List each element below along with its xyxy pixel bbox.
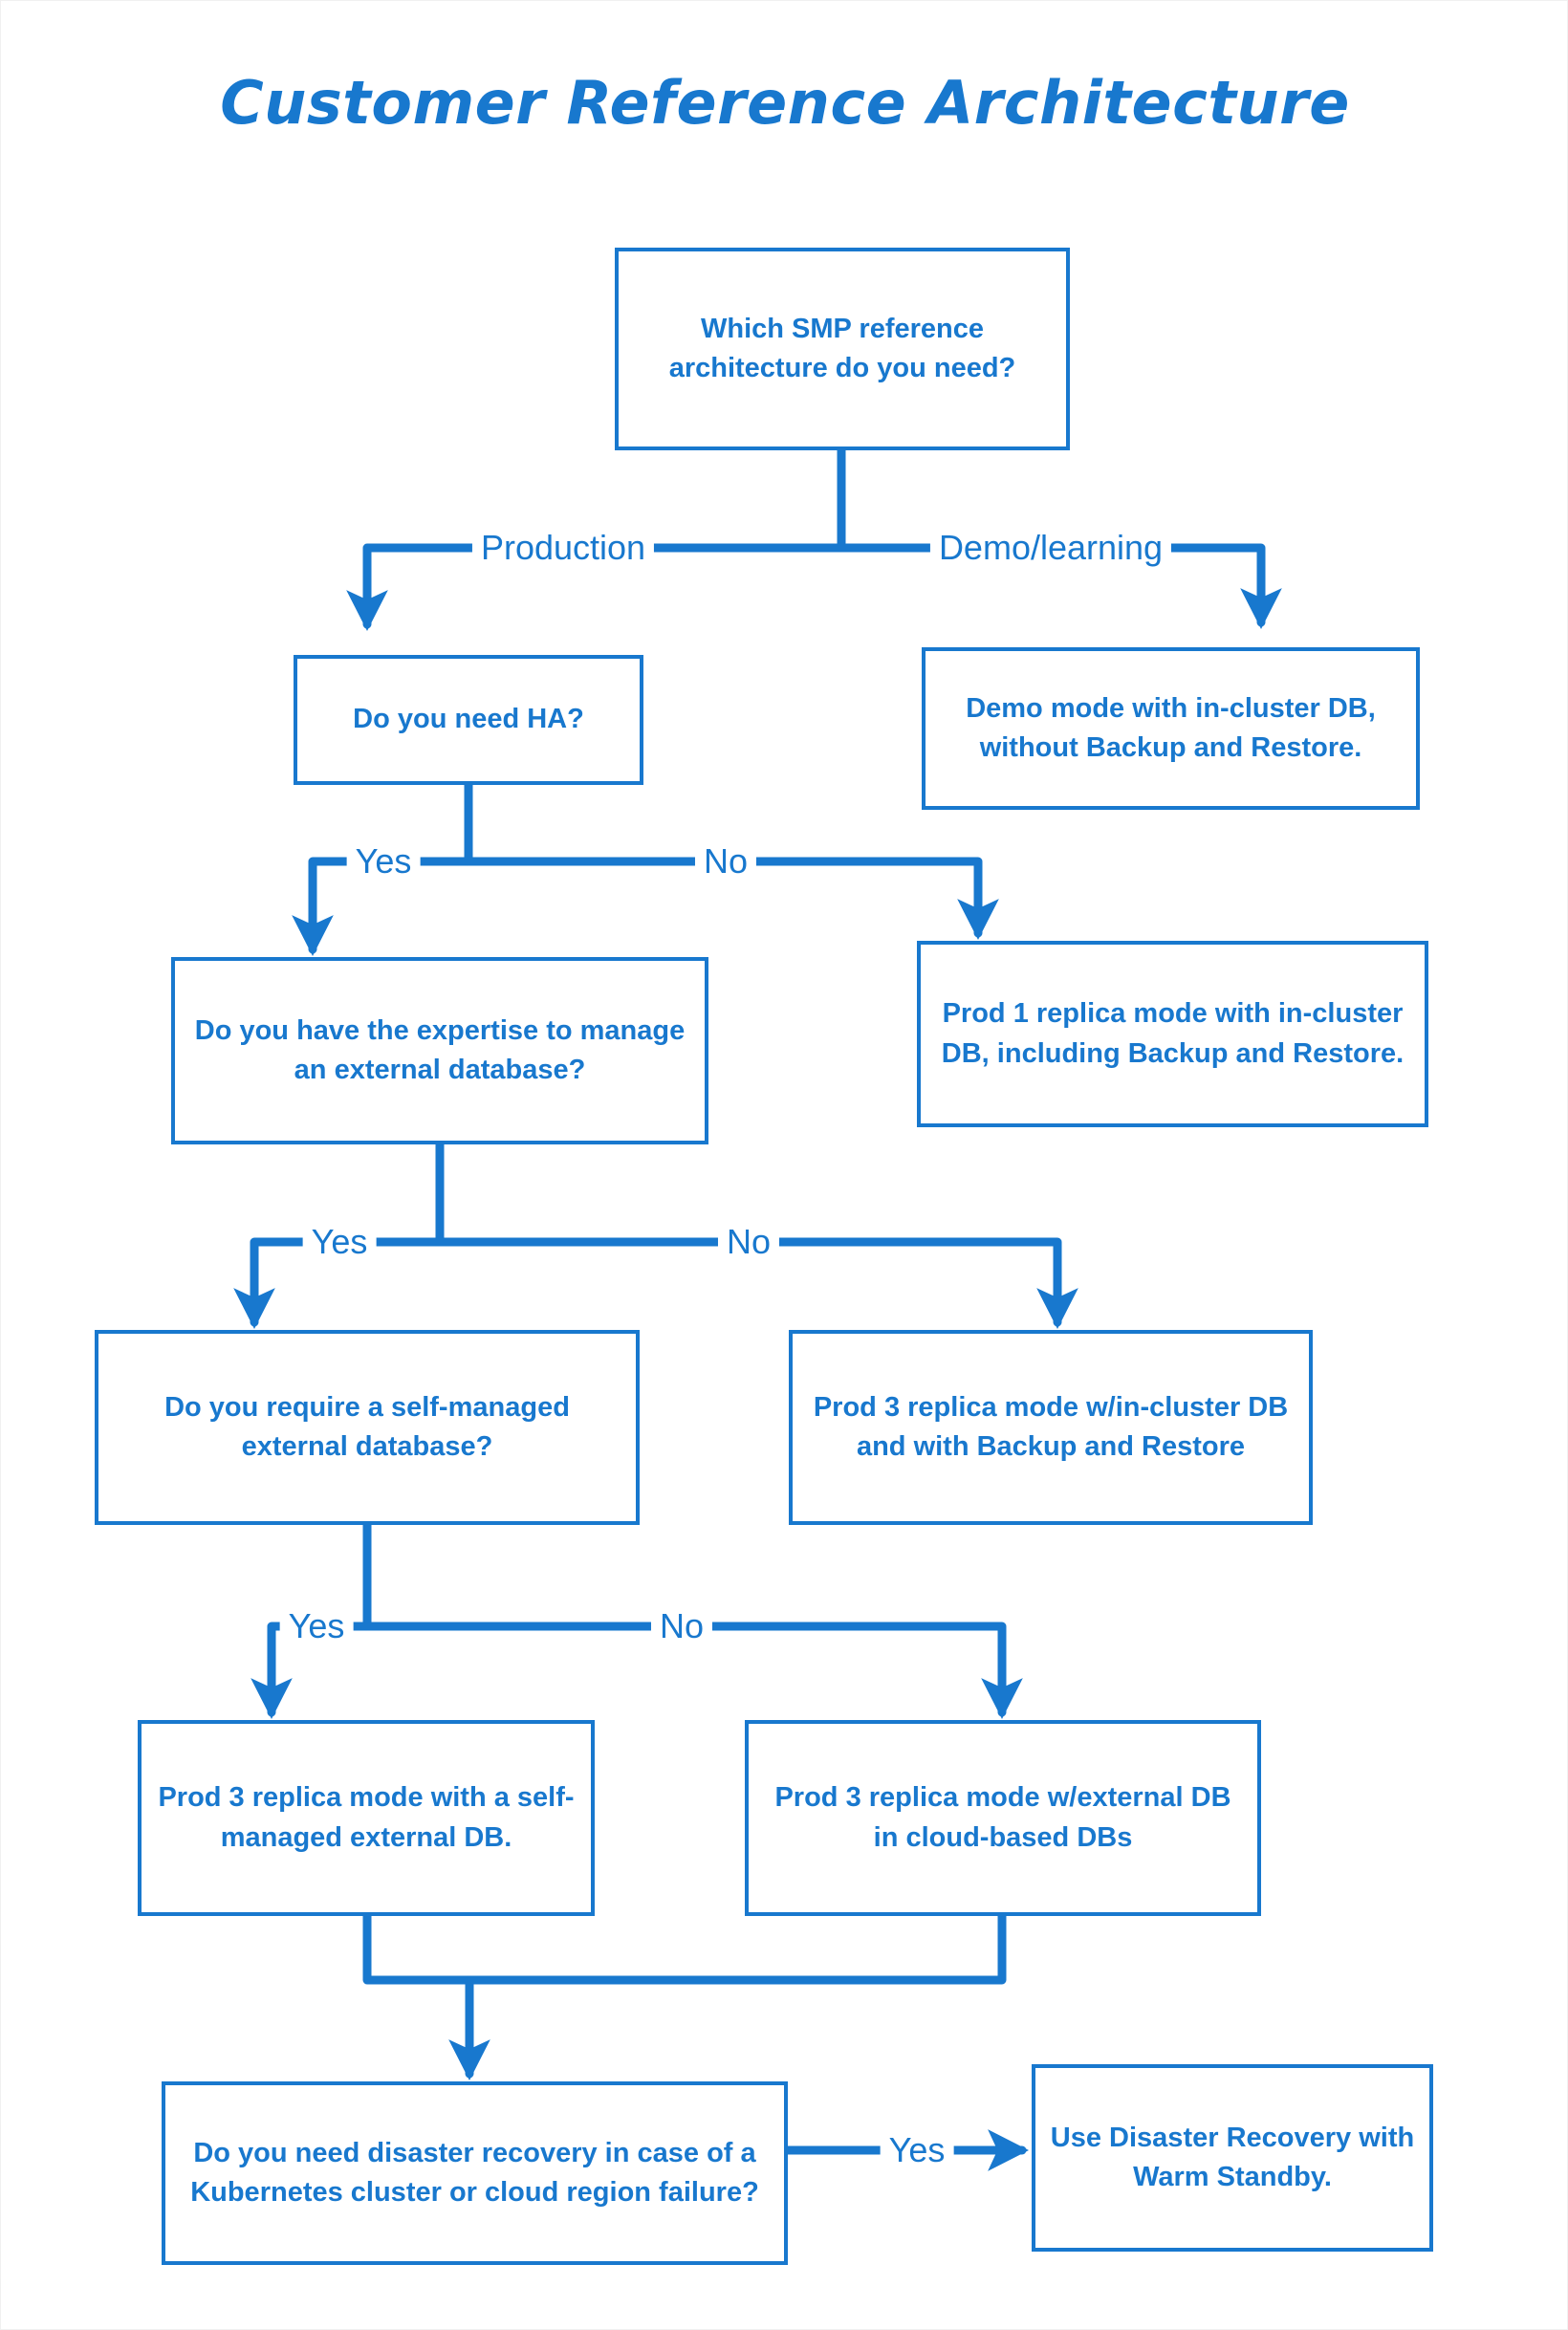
node-label: Use Disaster Recovery with Warm Standby. (1050, 2122, 1415, 2192)
edge-label-selfmanaged-yes: Yes (279, 1609, 354, 1644)
edge-label-expertise-no: No (717, 1225, 780, 1259)
node-demo-mode-in-cluster-db[interactable]: Demo mode with in-cluster DB, without Ba… (922, 647, 1420, 810)
edge-n9-merge (465, 1911, 1007, 1985)
node-label: Do you need HA? (353, 704, 584, 735)
edge-label-demo-learning: Demo/learning (929, 531, 1172, 565)
node-label: Do you need disaster recovery in case of… (190, 2137, 759, 2208)
node-prod-3-replica-in-cluster-db[interactable]: Prod 3 replica mode w/in-cluster DB and … (789, 1330, 1313, 1525)
node-expertise-external-database[interactable]: Do you have the expertise to manage an e… (171, 957, 708, 1144)
node-label: Prod 1 replica mode with in-cluster DB, … (941, 998, 1405, 1069)
edge-label-ha-no: No (694, 844, 757, 879)
node-label: Which SMP reference architecture do you … (668, 313, 1016, 383)
node-label: Do you require a self-managed external d… (164, 1391, 570, 1462)
node-label: Prod 3 replica mode w/external DB in clo… (774, 1782, 1231, 1853)
node-use-disaster-recovery-warm-standby[interactable]: Use Disaster Recovery with Warm Standby. (1032, 2064, 1433, 2252)
node-need-disaster-recovery[interactable]: Do you need disaster recovery in case of… (162, 2081, 788, 2265)
edge-label-selfmanaged-no: No (650, 1609, 713, 1644)
node-require-self-managed-external-db[interactable]: Do you require a self-managed external d… (95, 1330, 640, 1525)
node-label: Prod 3 replica mode with a self-managed … (158, 1782, 575, 1853)
node-label: Do you have the expertise to manage an e… (194, 1014, 686, 1085)
node-prod-3-replica-cloud-based-dbs[interactable]: Prod 3 replica mode w/external DB in clo… (745, 1720, 1261, 1916)
edge-label-production: Production (471, 531, 655, 565)
node-which-smp-reference-architecture[interactable]: Which SMP reference architecture do you … (615, 248, 1070, 450)
node-prod-3-replica-self-managed-external-db[interactable]: Prod 3 replica mode with a self-managed … (138, 1720, 595, 1916)
node-label: Demo mode with in-cluster DB, without Ba… (966, 692, 1376, 763)
page-title: Customer Reference Architecture (220, 68, 1350, 138)
edge-label-expertise-yes: Yes (302, 1225, 377, 1259)
edge-n8-merge (362, 1911, 474, 1985)
edge-label-dr-yes: Yes (880, 2133, 954, 2167)
edge-label-ha-yes: Yes (346, 844, 421, 879)
node-prod-1-replica-mode[interactable]: Prod 1 replica mode with in-cluster DB, … (917, 941, 1428, 1127)
node-label: Prod 3 replica mode w/in-cluster DB and … (813, 1391, 1289, 1462)
node-do-you-need-ha[interactable]: Do you need HA? (294, 655, 643, 785)
